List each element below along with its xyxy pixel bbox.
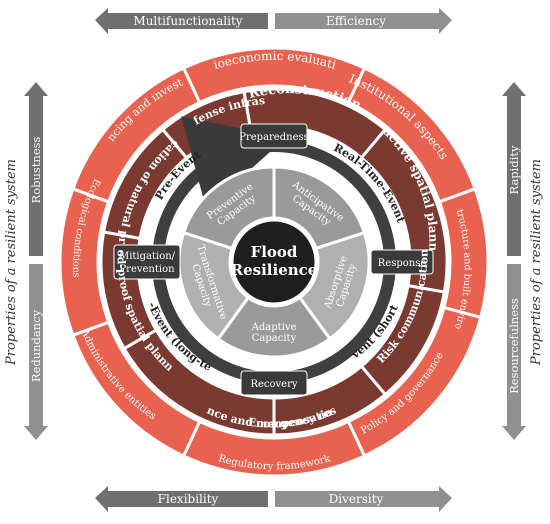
top-right-arrow — [275, 8, 452, 34]
phase-label-mitigation-2: Prevention — [119, 264, 175, 275]
bottom-left-arrow — [95, 486, 268, 512]
phase-box-response — [370, 249, 434, 275]
phase-box-preparedness — [240, 123, 308, 149]
center-circle — [230, 218, 318, 306]
phase-label-response: Response — [378, 258, 427, 269]
property-arrows-horizontal: Multifunctionality Efficiency Flexibilit… — [95, 8, 452, 512]
arrow-label-robustness: Robustness — [29, 136, 43, 203]
arrow-label-rapidity: Rapidity — [507, 145, 521, 194]
phase-label-recovery: Recovery — [250, 379, 297, 390]
arrow-label-resourcefulness: Resourcefulness — [507, 298, 521, 394]
phase-box-mitigation — [113, 244, 181, 280]
arrow-label-efficiency: Efficiency — [326, 14, 386, 28]
arrow-label-flexibility: Flexibility — [158, 492, 219, 506]
left-bottom-arrow — [24, 264, 48, 440]
outer-ring-segment-8 — [70, 66, 202, 204]
phase-box-recovery — [240, 370, 308, 396]
arrow-label-redundancy: Redundancy — [29, 309, 43, 382]
right-top-arrow — [502, 82, 526, 256]
capacity-segment-5 — [181, 165, 276, 251]
capacity-ring — [177, 165, 371, 359]
phase-label-mitigation-1: Mitigation/ — [119, 251, 176, 262]
arrow-label-diversity: Diversity — [329, 492, 384, 506]
left-top-arrow — [24, 82, 48, 256]
outer-label-socioeconomic: Socioeconomic evaluations — [0, 0, 338, 72]
side-label-right: Properties of a resilient system — [529, 159, 544, 366]
center-title-line1: Flood — [251, 243, 298, 261]
outer-ring — [58, 46, 490, 478]
bottom-right-arrow — [275, 486, 452, 512]
side-label-left: Properties of a resilient system — [4, 159, 19, 366]
arrow-label-multifunctionality: Multifunctionality — [133, 14, 242, 28]
phase-label-preparedness: Preparedness — [239, 132, 309, 143]
cycle-arrow-top — [181, 116, 287, 209]
property-arrows-vertical: Robustness Redundancy Rapidity Resourcef… — [4, 82, 544, 440]
center-title-line2: Resilience — [231, 261, 318, 279]
right-bottom-arrow — [502, 264, 526, 440]
top-left-arrow — [95, 8, 268, 34]
phase-boxes: Preparedness Response Recovery Mitigatio… — [113, 123, 434, 396]
